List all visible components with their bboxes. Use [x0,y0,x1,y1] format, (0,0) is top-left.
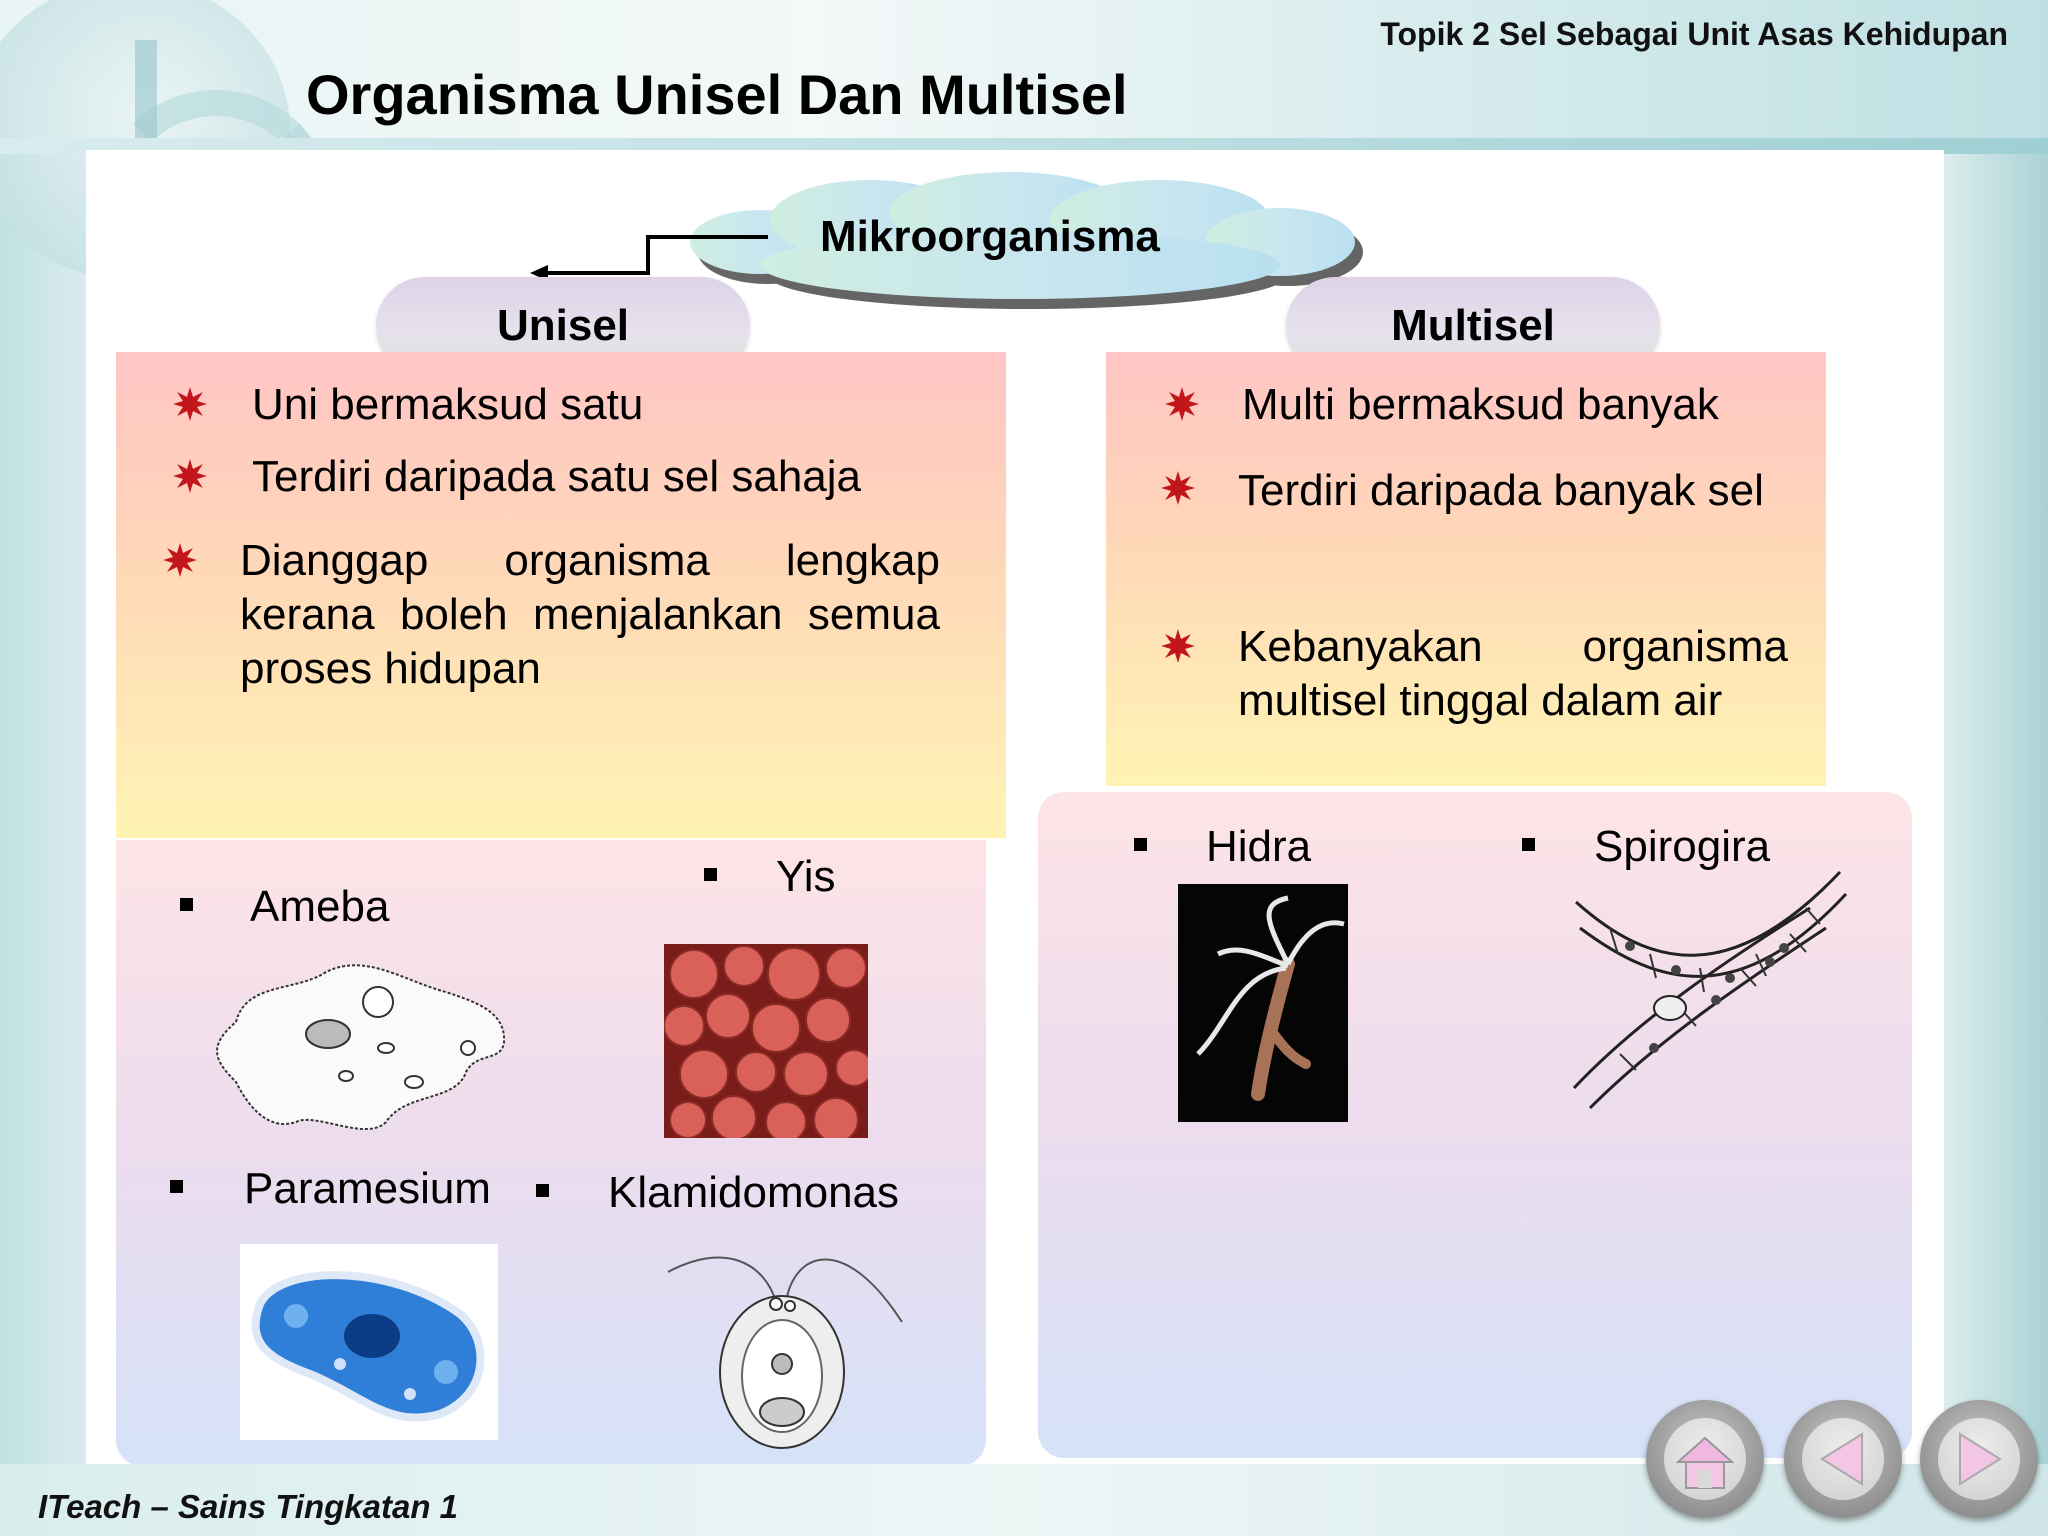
cloud-shape [690,172,1363,309]
unisel-point-3: Dianggap organisma lengkap kerana boleh … [240,536,940,693]
square-bullet-icon [170,1180,183,1193]
ameba-image [216,964,506,1131]
unisel-info-box [116,352,1006,838]
topic-label: Topik 2 Sel Sebagai Unit Asas Kehidupan [1380,16,2008,52]
example-ameba-label: Ameba [250,882,390,931]
square-bullet-icon [1134,838,1147,851]
example-spirogira-label: Spirogira [1594,822,1771,871]
square-bullet-icon [704,868,717,881]
star-bullet-icon [1161,471,1195,505]
previous-button[interactable] [1784,1400,1902,1518]
home-button-face [1664,1418,1746,1500]
root-node-label: Mikroorganisma [820,212,1160,261]
example-paramesium-label: Paramesium [244,1164,491,1213]
star-bullet-icon [1165,387,1199,421]
next-button[interactable] [1920,1400,2038,1518]
next-icon [1959,1432,2002,1486]
home-button[interactable] [1646,1400,1764,1518]
multisel-point-3: Kebanyakan organisma multisel tinggal da… [1238,622,1788,725]
star-bullet-icon [173,459,207,493]
unisel-point-2: Terdiri daripada satu sel sahaja [252,452,862,501]
previous-icon [1820,1432,1863,1486]
paramecium-image [240,1244,498,1440]
footer-text: ITeach – Sains Tingkatan 1 [38,1488,458,1525]
page-title: Organisma Unisel Dan Multisel [306,63,1128,126]
chlamydomonas-image [667,1256,903,1449]
multisel-point-1: Multi bermaksud banyak [1242,380,1719,429]
star-bullet-icon [163,543,197,577]
example-yis-label: Yis [776,852,836,901]
star-bullet-icon [1161,629,1195,663]
hydra-image [1178,884,1348,1122]
multisel-heading-text: Multisel [1391,301,1555,350]
unisel-point-1: Uni bermaksud satu [252,380,644,429]
multisel-info-box [1106,352,1826,786]
header-band [0,0,2048,150]
home-icon [1675,1436,1735,1489]
next-button-face [1938,1418,2020,1500]
multisel-point-2: Terdiri daripada banyak sel [1238,466,1764,515]
yeast-image [664,944,868,1138]
example-hidra-label: Hidra [1206,822,1312,871]
previous-button-face [1802,1418,1884,1500]
example-klamidomonas-label: Klamidomonas [608,1168,900,1217]
square-bullet-icon [180,898,193,911]
unisel-heading-text: Unisel [496,301,630,350]
square-bullet-icon [536,1184,549,1197]
spirogyra-image [1572,870,1848,1110]
star-bullet-icon [173,387,207,421]
square-bullet-icon [1522,838,1535,851]
